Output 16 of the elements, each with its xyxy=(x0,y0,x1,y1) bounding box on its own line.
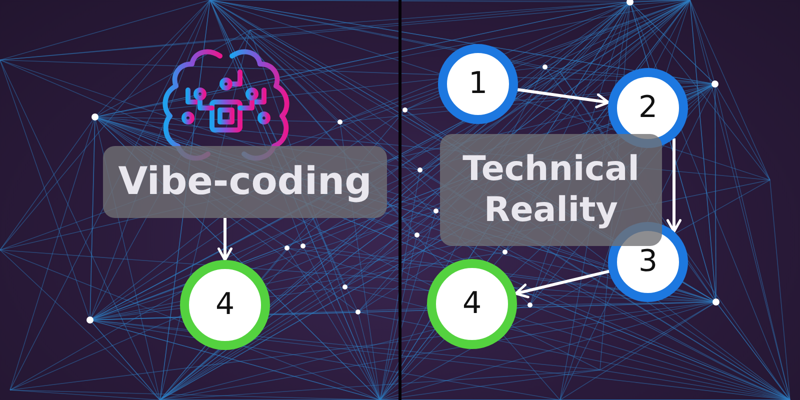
step-number: 3 xyxy=(638,247,658,277)
arrow xyxy=(514,270,610,298)
step-number: 1 xyxy=(468,69,488,99)
label-panel xyxy=(103,146,387,218)
title-label: Technical Reality xyxy=(462,149,640,231)
step-circle xyxy=(180,260,270,350)
step-circle xyxy=(427,259,517,349)
arrow xyxy=(218,218,232,262)
label-panel xyxy=(440,134,662,246)
step-number: 2 xyxy=(638,93,658,123)
step-number: 4 xyxy=(462,289,482,319)
arrow xyxy=(666,138,682,233)
title-label: Vibe-coding xyxy=(118,159,372,205)
arrow xyxy=(517,88,610,108)
step-circle xyxy=(438,44,518,124)
step-number: 4 xyxy=(215,290,235,320)
